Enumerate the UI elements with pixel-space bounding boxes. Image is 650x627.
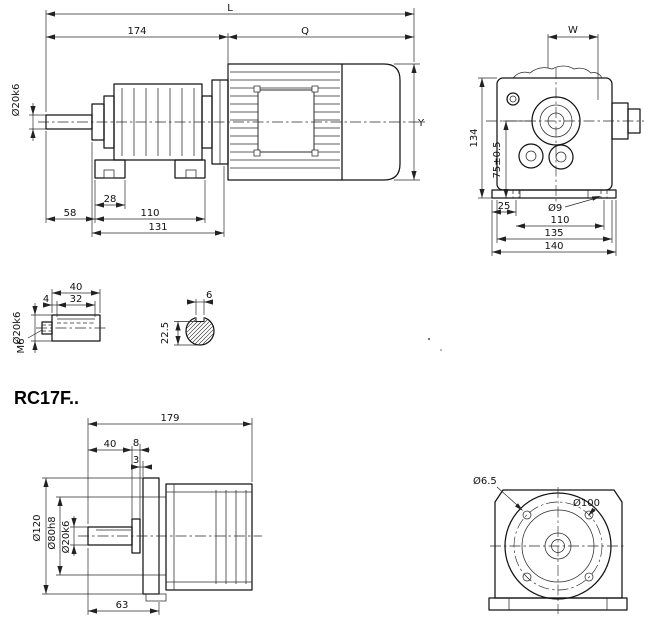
dim-134: 134 [469,128,480,147]
gearmotor-side-outline [38,63,428,181]
dim-32: 32 [70,294,83,305]
top-front-view: W 134 75±0.5 25 Ø9 110 135 140 [469,25,644,256]
shaft-detail: 40 4 32 Ø20k6 M6 [11,282,108,354]
flange-face-outline [488,487,628,614]
dim-Q: Q [301,26,309,37]
dim-dia80: Ø80h8 [46,516,58,549]
dim-m6: M6 [16,339,27,354]
dim-75: 75±0.5 [492,141,503,178]
dim-174: 174 [127,26,146,37]
dim-key-width: 6 [206,290,212,301]
dim-hole-6-5: Ø6.5 [473,475,497,487]
series-title: RC17F.. [14,388,79,408]
dim-hole-9: Ø9 [548,202,562,214]
section-hatching [186,317,214,345]
scan-specks [427,337,442,351]
foot-front [94,159,126,179]
bolt-hole [522,510,532,520]
bottom-side-dimensions: 179 40 8 3 Ø120 Ø80h8 Ø20k6 63 [31,413,253,615]
dim-40: 40 [70,282,83,293]
dim-W: W [568,25,578,36]
dim-dia20: Ø20k6 [60,521,72,554]
bolt-hole [584,572,594,582]
bottom-front-view: Ø6.5 Ø100 [473,475,628,614]
gear-housing-bottom [165,483,253,591]
dim-140: 140 [544,241,563,252]
oil-plug [506,92,520,106]
dim-shaft-dia: Ø20k6 [10,84,22,117]
dim-detail-dia: Ø20k6 [11,312,23,345]
gearbox-front-outline [486,65,644,202]
dim-4: 4 [43,294,49,305]
motor-nameplate [257,89,315,153]
dim-28: 28 [104,194,117,205]
dim-25: 25 [498,201,511,212]
top-side-view: L 174 Q Y Ø20k6 28 58 110 131 [10,3,428,237]
dim-dia100: Ø100 [573,497,600,509]
dim-dia120: Ø120 [31,515,43,542]
bolt-hole [522,572,532,582]
dim-179: 179 [160,413,179,424]
bottom-side-view: 179 40 8 3 Ø120 Ø80h8 Ø20k6 63 [31,413,262,615]
dim-110b: 110 [550,215,569,226]
flange-unit-outline [78,477,262,602]
top-side-dimensions: L 174 Q Y Ø20k6 28 58 110 131 [10,3,425,237]
dim-58: 58 [64,208,77,219]
mounting-base [491,189,617,199]
dim-110: 110 [140,208,159,219]
dim-40b: 40 [104,439,117,450]
bottom-front-dimensions: Ø6.5 Ø100 [473,475,600,516]
foot-rear [174,159,206,179]
top-front-dimensions: W 134 75±0.5 25 Ø9 110 135 140 [469,25,617,256]
dim-8: 8 [133,438,139,449]
leader-arrow [515,503,523,511]
dim-22-5: 22.5 [160,322,171,344]
leader-arrow [588,507,596,516]
housing-ribs [215,490,247,584]
dim-3: 3 [133,455,139,466]
leader-arrow [591,196,601,201]
dim-63: 63 [116,600,129,611]
bolt-hole [584,510,594,520]
gearbox-housing [496,77,613,191]
dim-L: L [227,3,233,14]
dim-131: 131 [148,222,167,233]
dim-135: 135 [544,228,563,239]
section-detail: 6 22.5 [160,290,215,346]
dim-Y: Y [417,118,425,129]
